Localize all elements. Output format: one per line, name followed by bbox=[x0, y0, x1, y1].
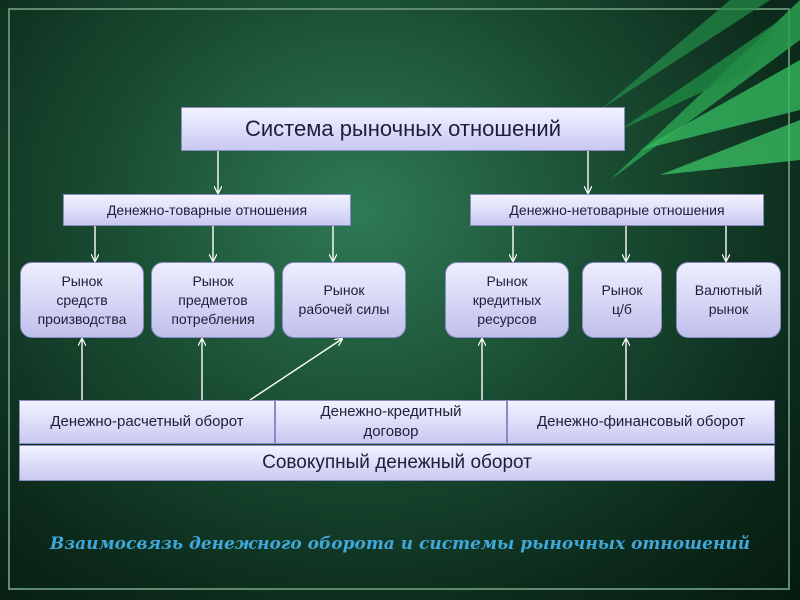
market-currency: Валютный рынок bbox=[676, 262, 781, 338]
slide-frame bbox=[8, 8, 790, 590]
flow-credit-contract: Денежно-кредитный договор bbox=[275, 400, 507, 444]
market-consumer-goods: Рынок предметов потребления bbox=[151, 262, 275, 338]
market-means-of-production: Рынок средств производства bbox=[20, 262, 144, 338]
money-planes-decoration bbox=[600, 0, 800, 180]
flow-settlement: Денежно-расчетный оборот bbox=[19, 400, 275, 444]
diagram-title: Система рыночных отношений bbox=[181, 107, 625, 151]
market-labor: Рынок рабочей силы bbox=[282, 262, 406, 338]
market-credit-resources: Рынок кредитных ресурсов bbox=[445, 262, 569, 338]
branch-non-commodity-money: Денежно-нетоварные отношения bbox=[470, 194, 764, 226]
market-securities: Рынок ц/б bbox=[582, 262, 662, 338]
flow-financial: Денежно-финансовый оборот bbox=[507, 400, 775, 444]
branch-commodity-money: Денежно-товарные отношения bbox=[63, 194, 351, 226]
slide-caption: Взаимосвязь денежного оборота и системы … bbox=[49, 534, 751, 554]
total-money-turnover: Совокупный денежный оборот bbox=[19, 445, 775, 481]
